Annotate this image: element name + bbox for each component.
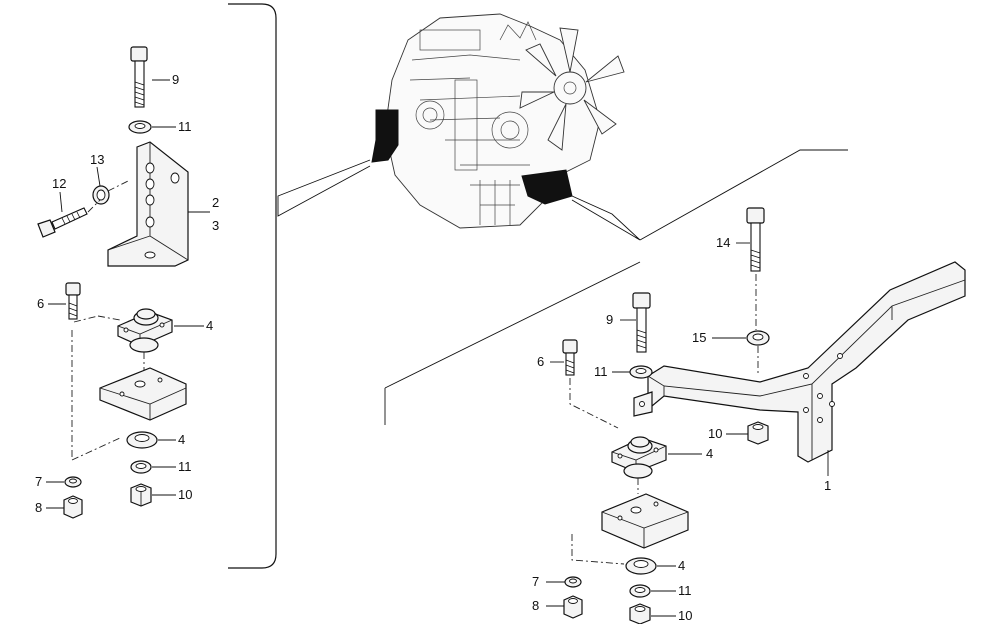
left-group-bracket — [228, 3, 277, 569]
callout-right-11-mid: 11 — [678, 583, 692, 598]
callout-right-8: 8 — [532, 598, 539, 613]
spacer-13-left — [92, 185, 110, 205]
bolt-9-right — [632, 292, 651, 353]
washer-7-left — [64, 476, 82, 488]
nut-10-left — [130, 483, 152, 507]
rubber-mount-4-right — [611, 436, 667, 479]
nut-8-right — [563, 595, 583, 619]
callout-right-14: 14 — [716, 235, 730, 250]
rubber-mount-4-left — [117, 308, 173, 353]
washer-11-left-top — [128, 120, 152, 134]
bolt-9-left — [130, 46, 148, 108]
callout-right-11-top: 11 — [594, 364, 608, 379]
lower-washer-4-left — [126, 431, 158, 449]
callout-left-13: 13 — [90, 152, 104, 167]
frame-rail-1 — [633, 261, 966, 463]
washer-11-right-top — [629, 365, 653, 379]
engine-bracket-left — [107, 141, 189, 267]
washer-7-right — [564, 576, 582, 588]
bolt-12-left — [37, 207, 88, 238]
callout-left-7: 7 — [35, 474, 42, 489]
engine-mount-right-highlight — [521, 169, 573, 205]
callout-left-12: 12 — [52, 176, 66, 191]
engine-mount-left-highlight — [371, 109, 399, 163]
callout-right-1: 1 — [824, 478, 831, 493]
washer-11-left-mid — [130, 460, 152, 474]
bolt-6-left — [65, 282, 81, 320]
nut-8-left — [63, 495, 83, 519]
callout-left-3: 3 — [212, 218, 219, 233]
callout-left-9: 9 — [172, 72, 179, 87]
callout-right-9: 9 — [606, 312, 613, 327]
bolt-6-right — [562, 339, 578, 376]
callout-left-2: 2 — [212, 195, 219, 210]
bolt-14-right — [746, 207, 765, 272]
support-plate-right — [601, 493, 689, 549]
callout-left-4-mount: 4 — [206, 318, 213, 333]
callout-right-15: 15 — [692, 330, 706, 345]
nut-10-right-bottom — [629, 603, 651, 624]
callout-right-4-mount: 4 — [706, 446, 713, 461]
callout-right-4-washer: 4 — [678, 558, 685, 573]
callout-right-10-bottom: 10 — [678, 608, 692, 623]
callout-left-10: 10 — [178, 487, 192, 502]
callout-left-6: 6 — [37, 296, 44, 311]
callout-right-7: 7 — [532, 574, 539, 589]
nut-10-right-frame — [747, 421, 769, 445]
callout-right-6: 6 — [537, 354, 544, 369]
callout-left-11-mid: 11 — [178, 459, 192, 474]
callout-left-4-washer: 4 — [178, 432, 185, 447]
lower-washer-4-right — [625, 557, 657, 575]
callout-left-8: 8 — [35, 500, 42, 515]
fan-icon — [519, 27, 625, 151]
washer-15-right — [746, 330, 770, 346]
callout-right-10-frame: 10 — [708, 426, 722, 441]
washer-11-right-mid — [629, 584, 651, 598]
engine-illustration — [371, 13, 625, 229]
support-plate-left — [99, 367, 187, 421]
callout-left-11-top: 11 — [178, 119, 192, 134]
